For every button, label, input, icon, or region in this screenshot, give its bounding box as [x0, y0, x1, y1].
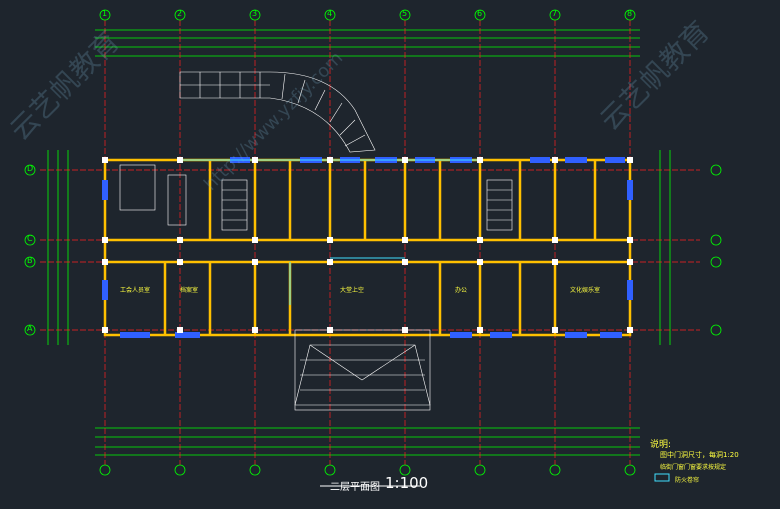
notes-heading: 说明:	[650, 440, 672, 450]
axis-label-col-6: 6	[477, 9, 483, 18]
columns	[102, 157, 633, 333]
axis-label-col-2: 2	[177, 9, 183, 18]
legend-label: 防火卷帘	[675, 477, 700, 484]
right-dimension-lines	[659, 150, 671, 345]
note-1: 图中门洞尺寸，每洞1:20	[660, 451, 739, 459]
vertical-axis-lines	[104, 20, 631, 465]
axis-label-col-8: 8	[627, 9, 633, 18]
axis-label-col-4: 4	[327, 9, 333, 18]
windows	[102, 157, 633, 338]
axis-label-col-1: 1	[102, 9, 108, 18]
note-2: 临街门窗门窗要求按规定	[660, 464, 727, 471]
bottom-dimension-lines	[95, 427, 640, 456]
top-dimension-lines	[95, 29, 640, 57]
axis-label-row-b: B	[27, 256, 33, 265]
axis-label-col-3: 3	[252, 9, 258, 18]
top-axis-bubbles	[99, 9, 636, 21]
legend-swatch	[654, 473, 670, 482]
side-axis-bubbles	[24, 164, 722, 336]
entrance-canopy	[294, 329, 431, 411]
horizontal-axis-lines	[40, 169, 700, 331]
room-label-hall: 大堂上空	[340, 287, 365, 294]
room-label-meeting: 工会人员室	[120, 287, 151, 294]
room-label-records: 档案室	[180, 287, 199, 294]
bottom-axis-bubbles	[99, 464, 636, 476]
drawing-title: 二层平面图	[330, 482, 380, 493]
stairs	[119, 164, 513, 231]
curved-ramp	[179, 71, 376, 153]
room-label-office: 办公	[455, 287, 468, 294]
building-walls	[103, 158, 632, 337]
axis-label-col-7: 7	[552, 9, 558, 18]
room-label-reading: 文化娱乐室	[570, 287, 601, 294]
axis-label-row-c: C	[27, 234, 33, 243]
axis-label-row-d: D	[27, 164, 34, 173]
left-dimension-lines	[47, 150, 69, 345]
axis-label-col-5: 5	[402, 9, 408, 18]
axis-label-row-a: A	[27, 324, 33, 333]
drawing-scale: 1:100	[385, 474, 429, 492]
